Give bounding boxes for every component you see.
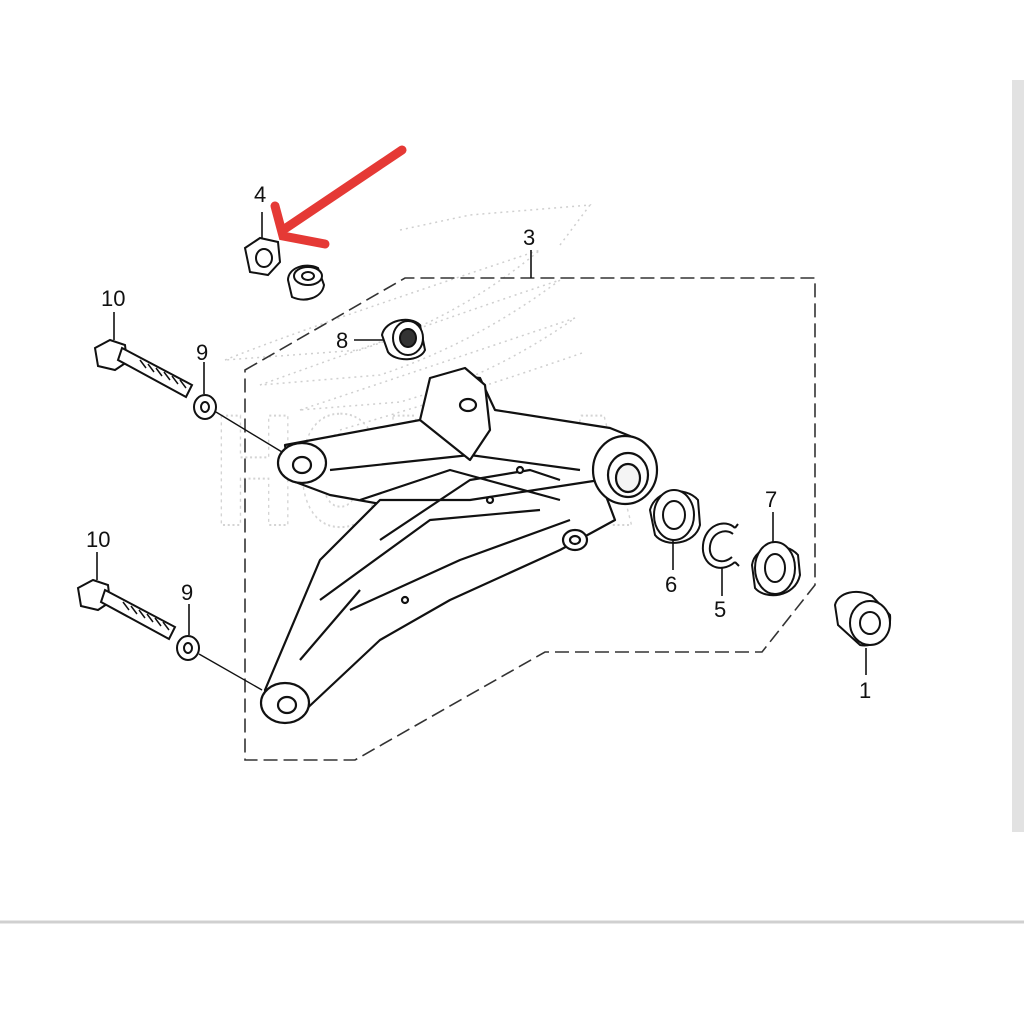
- part-10-bolt-upper: [93, 338, 194, 399]
- callout-7: 7: [765, 487, 777, 512]
- callout-4: 4: [254, 182, 266, 207]
- part-9-washer-lower: [176, 635, 200, 661]
- part-6-bearing: [648, 489, 702, 544]
- callout-9-upper: 9: [196, 340, 208, 365]
- part-7-bearing: [750, 541, 802, 597]
- part-8-bearing: [380, 318, 427, 361]
- callout-1: 1: [859, 678, 871, 703]
- callout-5: 5: [714, 597, 726, 622]
- callout-6: 6: [665, 572, 677, 597]
- part-9-washer-upper: [193, 394, 217, 420]
- callout-3: 3: [523, 225, 535, 250]
- callout-10-upper: 10: [101, 286, 125, 311]
- axis-line-upper: [215, 411, 283, 453]
- part-10-bolt-lower: [76, 578, 177, 641]
- assembly-frame: [244, 277, 816, 761]
- part-1-collar: [833, 590, 892, 647]
- collar-near-4: [286, 264, 326, 301]
- swingarm-part-3: [259, 366, 659, 725]
- part-4-nut: [243, 236, 282, 277]
- highlight-arrow: [270, 145, 407, 249]
- callout-8: 8: [336, 328, 348, 353]
- part-5-snap-ring: [701, 522, 740, 569]
- callout-10-lower: 10: [86, 527, 110, 552]
- right-edge-bar: [1012, 80, 1024, 832]
- callout-9-lower: 9: [181, 580, 193, 605]
- axis-line-lower: [198, 653, 263, 691]
